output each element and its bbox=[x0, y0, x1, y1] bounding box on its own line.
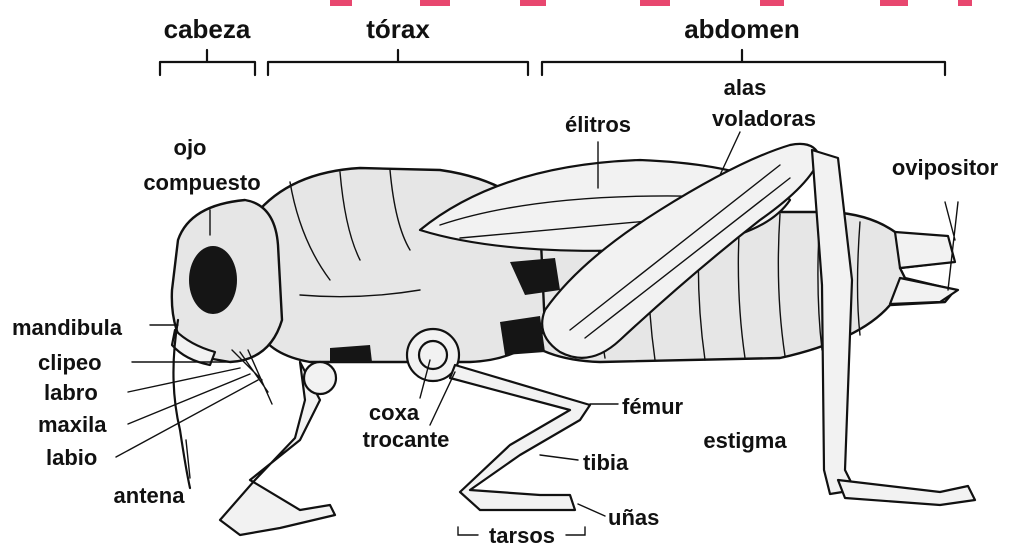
label-flight-wings-line2: voladoras bbox=[712, 106, 816, 131]
label-trochanter: trocante bbox=[363, 427, 450, 452]
remnant-mark bbox=[880, 0, 908, 6]
compound-eye bbox=[189, 246, 237, 314]
label-mandible: mandibula bbox=[12, 315, 123, 340]
grasshopper-illustration bbox=[172, 144, 975, 535]
label-flight-wings-line1: alas bbox=[724, 75, 767, 100]
label-stigma: estigma bbox=[703, 428, 787, 453]
remnant-mark bbox=[330, 0, 352, 6]
hind-tarsus bbox=[838, 480, 975, 505]
remnant-mark bbox=[958, 0, 972, 6]
label-antenna: antena bbox=[114, 483, 186, 508]
ovipositor-upper-valve bbox=[895, 232, 955, 268]
thorax-shadow bbox=[500, 316, 545, 355]
middle-trochanter bbox=[419, 341, 447, 369]
label-claws: uñas bbox=[608, 505, 659, 530]
remnant-mark bbox=[520, 0, 546, 6]
front-coxa bbox=[304, 362, 336, 394]
head-section-label: cabeza bbox=[164, 14, 251, 44]
middle-leg bbox=[450, 365, 590, 510]
remnant-mark bbox=[760, 0, 784, 6]
label-tibia: tibia bbox=[583, 450, 629, 475]
thorax-bracket bbox=[268, 50, 528, 75]
label-ovipositor: ovipositor bbox=[892, 155, 999, 180]
label-tarsi: tarsos bbox=[489, 523, 555, 547]
remnant-mark bbox=[640, 0, 670, 6]
abdomen-bracket bbox=[542, 50, 945, 75]
label-compound-eye-line2: compuesto bbox=[143, 170, 260, 195]
label-elytra: élitros bbox=[565, 112, 631, 137]
label-clypeus: clipeo bbox=[38, 350, 102, 375]
head-bracket bbox=[160, 50, 255, 75]
top-cropped-remnants bbox=[330, 0, 972, 6]
thorax-shadow bbox=[330, 345, 372, 362]
label-femur: fémur bbox=[622, 394, 684, 419]
pointer-maxilla bbox=[128, 374, 250, 424]
section-brackets bbox=[160, 50, 945, 75]
thorax-section-label: tórax bbox=[366, 14, 430, 44]
pointer-claws bbox=[578, 504, 605, 516]
label-coxa: coxa bbox=[369, 400, 420, 425]
remnant-mark bbox=[420, 0, 450, 6]
abdomen-section-label: abdomen bbox=[684, 14, 800, 44]
pointer-labrum bbox=[128, 368, 240, 392]
pointer-tibia bbox=[540, 455, 578, 460]
label-labium: labio bbox=[46, 445, 97, 470]
label-maxilla: maxila bbox=[38, 412, 107, 437]
label-labrum: labro bbox=[44, 380, 98, 405]
label-compound-eye-line1: ojo bbox=[174, 135, 207, 160]
